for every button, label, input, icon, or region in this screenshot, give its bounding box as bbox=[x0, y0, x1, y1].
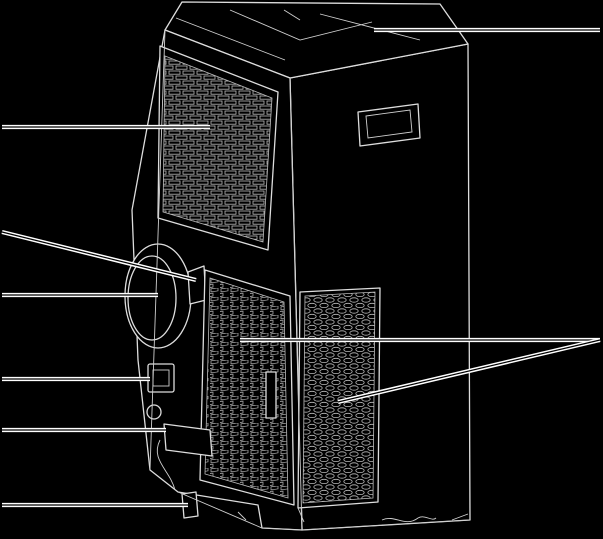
drain-hose bbox=[156, 439, 176, 491]
side-intake-grille bbox=[302, 291, 376, 504]
side-vertical-edge bbox=[149, 29, 303, 531]
upper-filter-grille bbox=[162, 55, 273, 243]
drain-port bbox=[146, 404, 162, 420]
callout-intake-grilles bbox=[240, 337, 601, 405]
top-edge-detail bbox=[175, 9, 421, 61]
carry-handle bbox=[357, 103, 421, 147]
callout-outlet-clip bbox=[1, 229, 197, 283]
exhaust-outlet-clip bbox=[187, 265, 207, 305]
drain-cover bbox=[163, 423, 213, 457]
lower-grille bbox=[204, 277, 289, 499]
exhaust-outlet-opening bbox=[127, 255, 177, 341]
power-inlet bbox=[147, 363, 175, 393]
unit-base bbox=[177, 491, 471, 531]
carry-handle-inner bbox=[365, 109, 413, 139]
grille-latch bbox=[265, 371, 277, 419]
caster-detail bbox=[381, 513, 469, 523]
